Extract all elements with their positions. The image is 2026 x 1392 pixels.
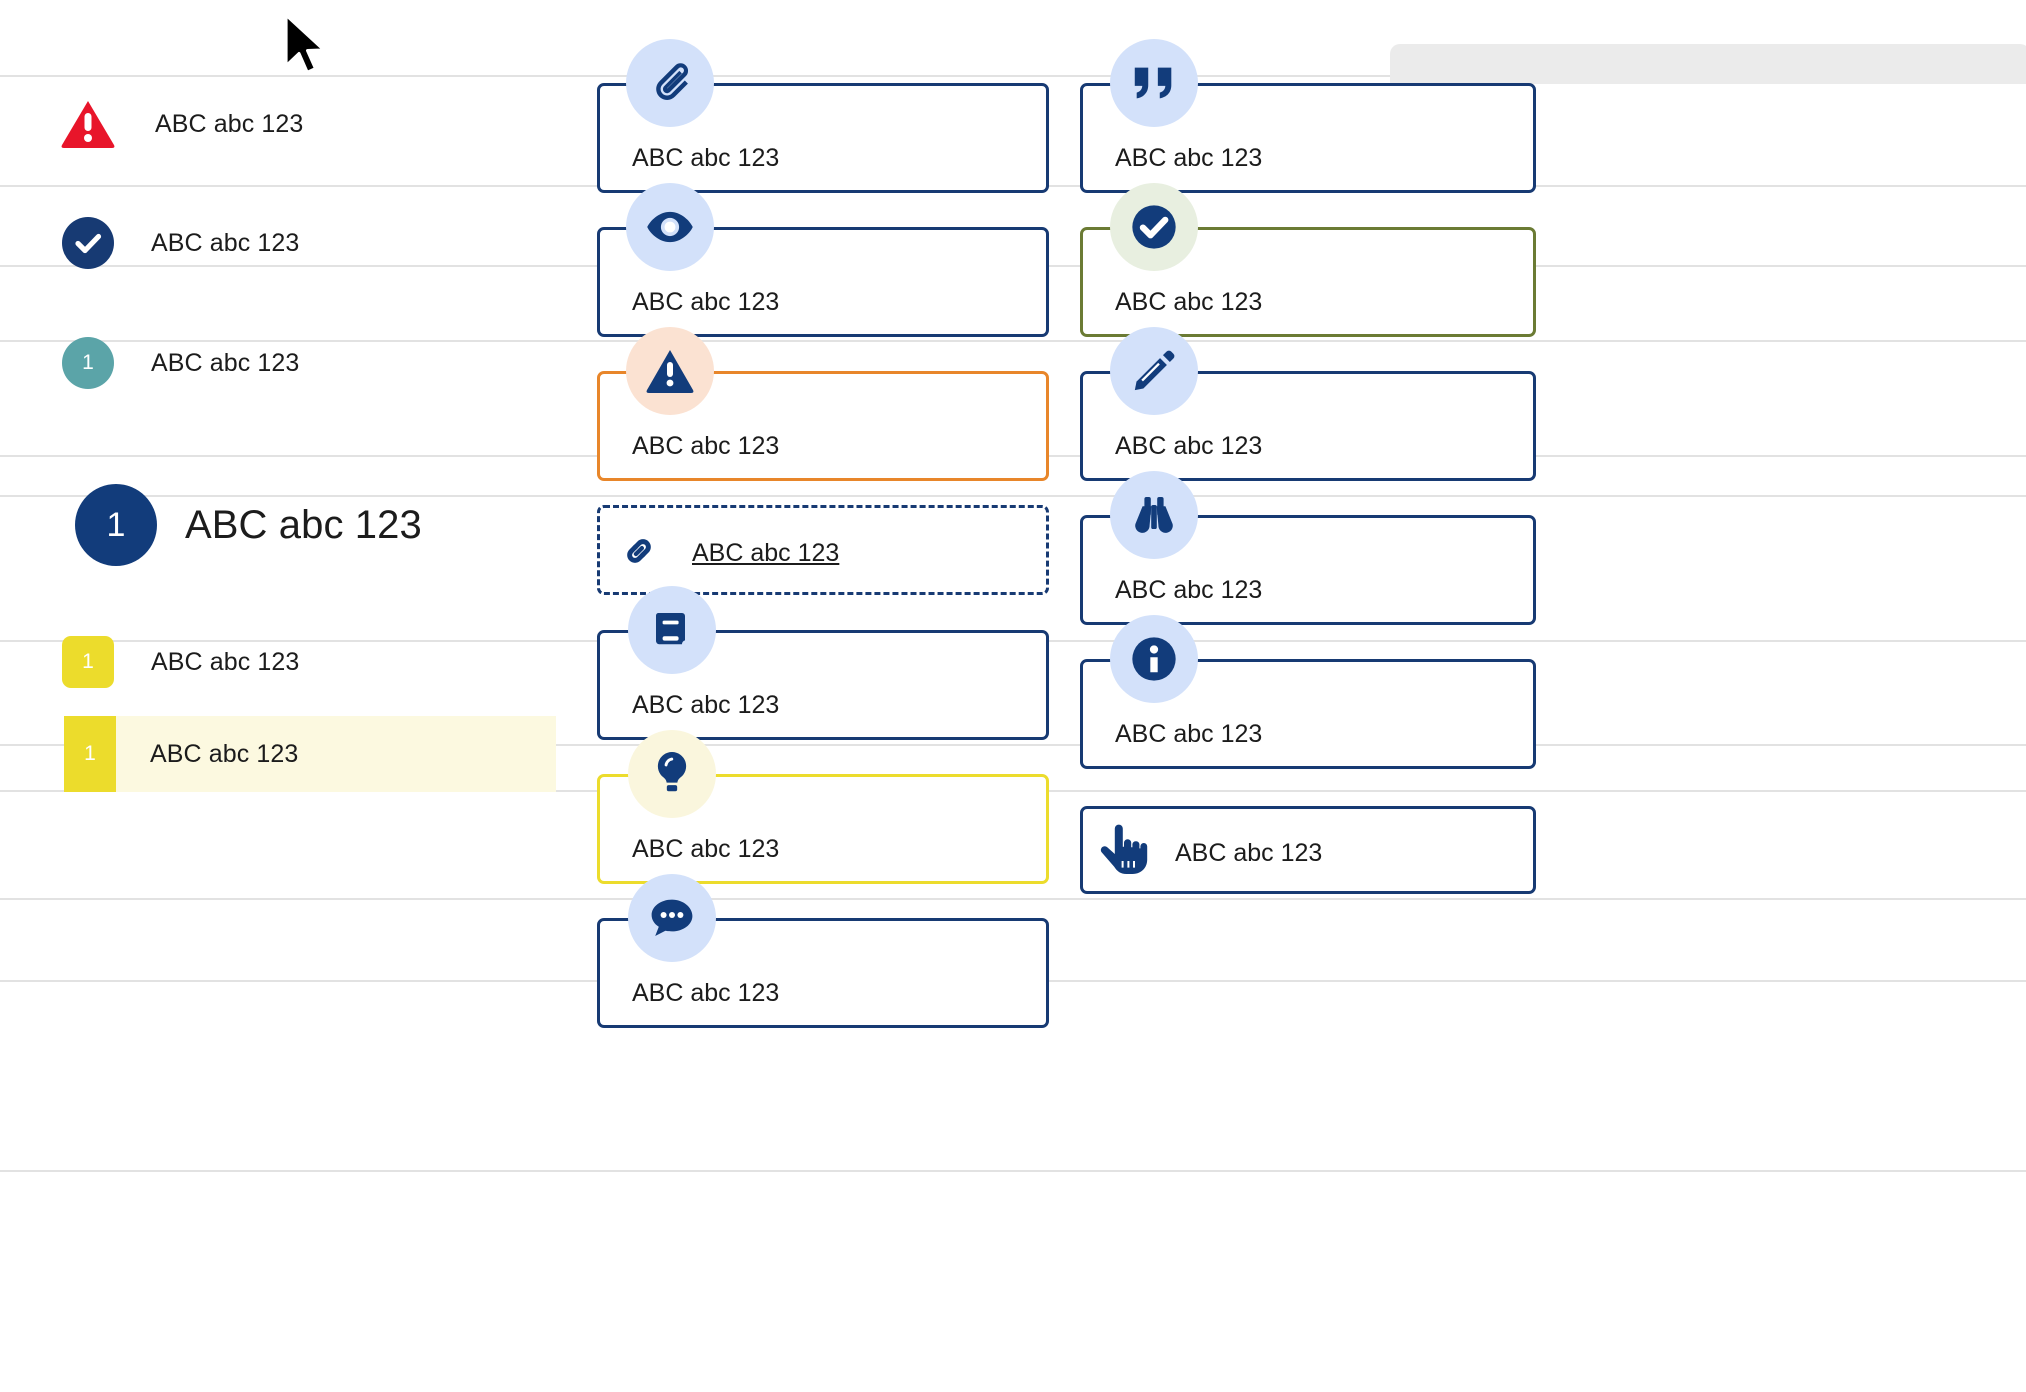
divider	[0, 75, 2026, 77]
badge-number: 1	[84, 742, 96, 765]
info-icon	[1110, 615, 1198, 703]
sidebar-item-label: ABC abc 123	[185, 502, 422, 547]
card-label: ABC abc 123	[1115, 288, 1263, 316]
sidebar-item-teal-badge[interactable]: 1 ABC abc 123	[0, 323, 580, 403]
divider	[0, 898, 2026, 900]
sidebar-item-label: ABC abc 123	[150, 739, 299, 768]
card-label: ABC abc 123	[1115, 432, 1263, 460]
quote-icon	[1110, 39, 1198, 127]
divider	[0, 744, 2026, 746]
card-label: ABC abc 123	[1115, 720, 1263, 748]
ghost-tab-panel	[1390, 44, 2026, 84]
sidebar-item-label: ABC abc 123	[151, 228, 300, 257]
badge-number: 1	[82, 650, 94, 673]
warning-triangle-icon	[60, 99, 116, 149]
mouse-cursor	[280, 12, 334, 83]
card-link-label[interactable]: ABC abc 123	[692, 539, 840, 567]
divider	[0, 495, 2026, 497]
number-badge-icon: 1	[75, 484, 157, 566]
eye-icon	[626, 183, 714, 271]
card-label: ABC abc 123	[1175, 839, 1323, 867]
card-action[interactable]: ABC abc 123	[1080, 806, 1536, 894]
pencil-icon	[1110, 327, 1198, 415]
number-badge-icon: 1	[62, 337, 114, 389]
card-label: ABC abc 123	[632, 979, 780, 1007]
sidebar-item-warning[interactable]: ABC abc 123	[0, 84, 580, 164]
sidebar-item-primary[interactable]: 1 ABC abc 123	[0, 475, 580, 575]
link-icon	[613, 525, 665, 582]
divider	[0, 1170, 2026, 1172]
card-label: ABC abc 123	[632, 432, 780, 460]
number-badge-icon: 1	[64, 716, 116, 792]
card-link[interactable]: ABC abc 123	[597, 505, 1049, 595]
sidebar-item-label: ABC abc 123	[151, 647, 300, 676]
card-label: ABC abc 123	[632, 691, 780, 719]
sidebar-item-check[interactable]: ABC abc 123	[0, 203, 580, 283]
number-badge-icon: 1	[62, 636, 114, 688]
warning-triangle-icon	[626, 327, 714, 415]
card-label: ABC abc 123	[1115, 144, 1263, 172]
card-success[interactable]: ABC abc 123	[1080, 227, 1536, 337]
sidebar-item-label: ABC abc 123	[155, 109, 304, 138]
lightbulb-icon	[628, 730, 716, 818]
divider	[0, 340, 2026, 342]
pointing-hand-icon	[1098, 822, 1150, 883]
card-label: ABC abc 123	[632, 835, 780, 863]
sidebar-item-yellow-badge[interactable]: 1 ABC abc 123	[0, 622, 580, 702]
check-circle-icon	[1110, 183, 1198, 271]
sidebar: ABC abc 123 ABC abc 123 1 ABC abc 123 1 …	[0, 0, 580, 1392]
card-label: ABC abc 123	[632, 288, 780, 316]
book-icon	[628, 586, 716, 674]
sidebar-item-selected[interactable]: 1 ABC abc 123	[64, 716, 556, 792]
chat-bubble-icon	[628, 874, 716, 962]
sidebar-item-label: ABC abc 123	[151, 348, 300, 377]
card-label: ABC abc 123	[632, 144, 780, 172]
badge-number: 1	[106, 505, 126, 544]
check-circle-icon	[62, 217, 114, 269]
badge-number: 1	[82, 351, 94, 374]
paperclip-icon	[626, 39, 714, 127]
card-observe[interactable]: ABC abc 123	[1080, 515, 1536, 625]
binoculars-icon	[1110, 471, 1198, 559]
card-label: ABC abc 123	[1115, 576, 1263, 604]
